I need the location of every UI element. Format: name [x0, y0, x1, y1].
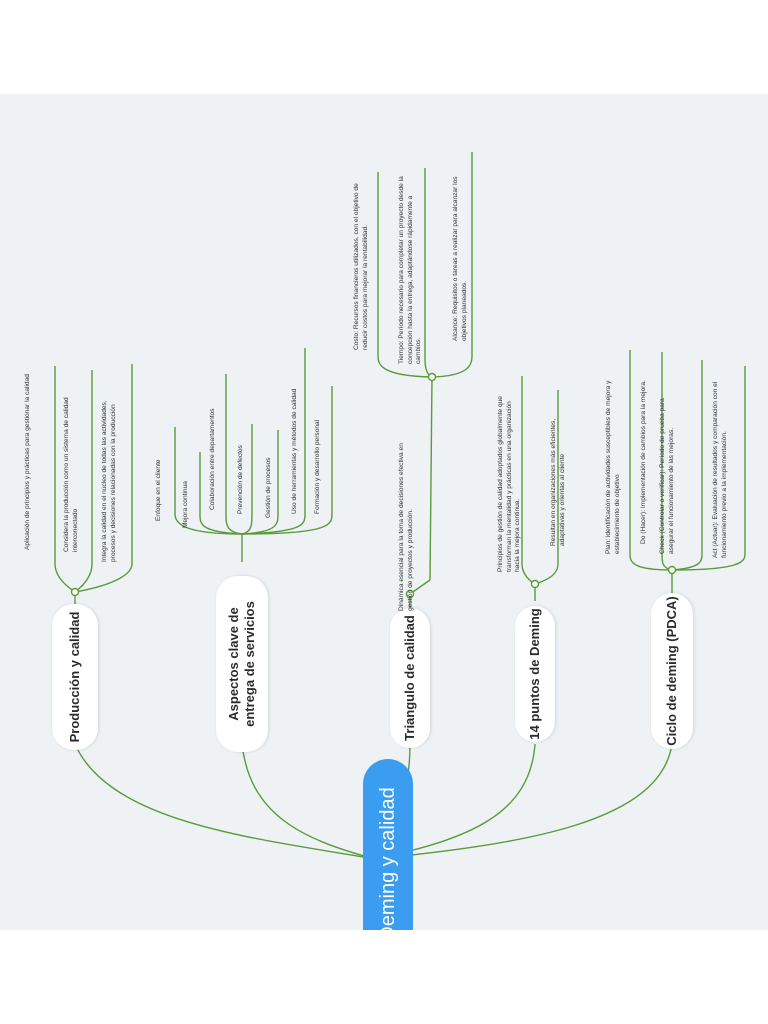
leaf-item: Enfoque en el cliente	[155, 459, 162, 521]
mind-map-canvas: Deming y calidad Producción y calidad As…	[0, 94, 768, 930]
leaf-item: Gestión de procesos	[265, 457, 272, 518]
leaf-item: Considera la producción como un sistema …	[63, 397, 79, 552]
leaf-item: Mejora continua	[182, 481, 189, 528]
leaf-item: Uso de herramientas y métodos de calidad	[291, 388, 298, 514]
leaf-item: Dinámica esencial para la toma de decisi…	[398, 443, 414, 611]
leaf-item: Resultan en organizaciones más eficiente…	[550, 418, 566, 546]
leaf-item: Costo: Recursos financieros utilizados, …	[353, 183, 369, 350]
leaf-item: Do (Hacer): Implementación de cambios pa…	[640, 380, 647, 544]
branch-triangulo-de-calidad[interactable]: Triangulo de calidad	[390, 608, 430, 748]
leaf-item: Act (Actuar): Evaluación de resultados y…	[712, 381, 728, 558]
connector-lines	[54, 152, 746, 860]
leaf-item: Formación y desarrollo personal	[314, 419, 321, 514]
branch-ciclo-pdca[interactable]: Ciclo de deming (PDCA)	[651, 593, 693, 749]
branch-14-puntos[interactable]: 14 puntos de Deming	[515, 606, 555, 742]
leaf-item: Prevención de defectos	[237, 445, 244, 514]
leaf-item: Check (Controlar o verificar): Período d…	[659, 398, 675, 554]
branch-aspectos-clave[interactable]: Aspectos clave de entrega de servicios	[216, 576, 268, 752]
leaf-item: Alcance: Requisitos o tareas a realizar …	[452, 176, 468, 341]
root-node[interactable]: Deming y calidad	[363, 759, 413, 930]
branch-produccion-y-calidad[interactable]: Producción y calidad	[52, 604, 98, 750]
leaf-item: Integra la calidad en el núcleo de todas…	[101, 400, 117, 562]
leaf-item: Plan: identificación de actividades susc…	[605, 380, 621, 554]
leaf-item: Colaboración entre departamentos	[209, 408, 216, 510]
leaf-item: Principios de gestión de calidad adoptad…	[497, 396, 522, 572]
leaf-item: Tiempo: Período necesario para completar…	[398, 176, 423, 364]
leaf-item: Aplicación de principios y prácticas par…	[24, 374, 31, 550]
